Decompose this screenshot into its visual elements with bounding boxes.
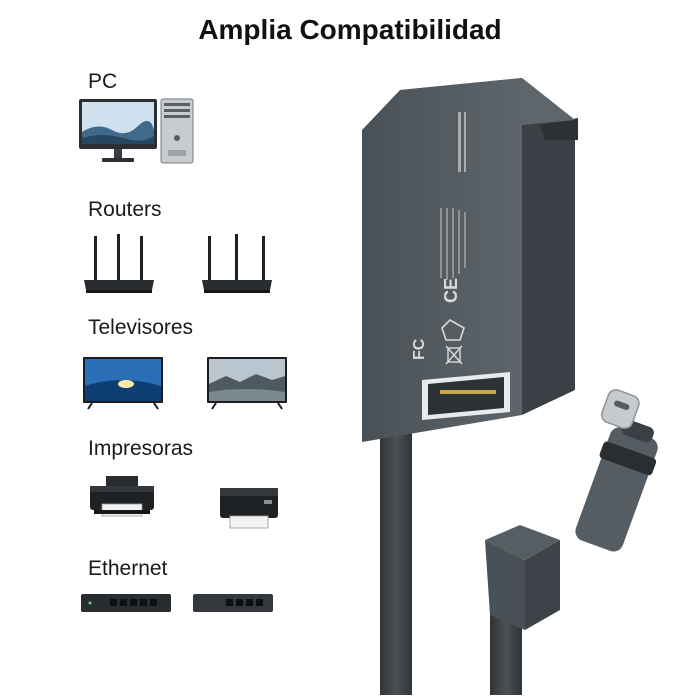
svg-text:CE: CE [441, 278, 461, 303]
printer-icon [220, 488, 278, 529]
label-routers: Routers [88, 198, 162, 221]
recycle-mark-icon [441, 319, 465, 341]
ce-mark-icon: CE [441, 278, 461, 303]
label-impresoras: Impresoras [88, 437, 194, 460]
rj45-port-icon [422, 372, 510, 420]
usb-c-ethernet-adapter-icon: CE FC [362, 78, 658, 695]
router-icon [202, 234, 272, 293]
network-switch-icon [193, 594, 273, 612]
weee-bin-icon [445, 345, 463, 365]
tv-icon [83, 357, 163, 410]
fc-mark-icon: FC [411, 338, 428, 360]
router-icon [84, 234, 154, 293]
svg-text:FC: FC [411, 338, 428, 360]
tv-icon [207, 357, 287, 410]
network-switch-icon [81, 594, 171, 612]
label-ethernet: Ethernet [88, 557, 168, 580]
printer-icon [90, 476, 154, 517]
label-televisores: Televisores [88, 316, 194, 339]
page-title: Amplia Compatibilidad [198, 14, 502, 45]
usb-c-connector-icon [600, 389, 640, 430]
pc-tower-icon [160, 98, 194, 164]
monitor-icon [79, 99, 157, 162]
label-pc: PC [88, 70, 118, 93]
